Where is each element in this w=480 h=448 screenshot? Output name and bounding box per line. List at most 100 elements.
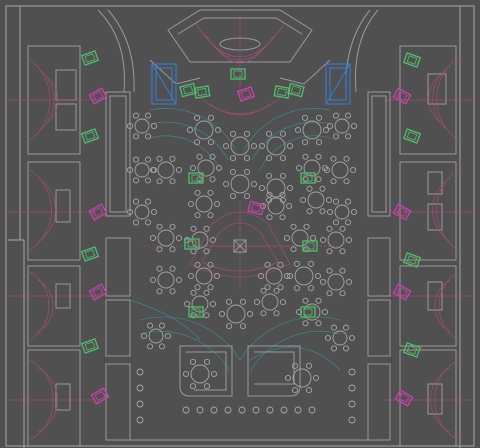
stool-icon [294,406,302,414]
chair-icon [246,310,254,318]
chair-icon [330,178,337,185]
chair-icon [126,166,134,174]
chair-icon [315,139,323,146]
chair-icon [343,155,350,162]
speakers [80,50,422,407]
chair-icon [253,298,261,306]
chair-icon [332,198,340,205]
chair-icon [132,112,140,119]
chair-icon [303,223,310,230]
chair-icon [264,261,271,268]
chair-icon [273,310,280,317]
chair-icon [164,332,172,340]
chair-icon [286,184,294,192]
stool-icon [136,368,144,376]
chair-icon [265,155,273,162]
round-table-icon [266,178,286,198]
chair-icon [265,130,273,137]
chair-icon [279,172,287,179]
stool-icon [308,406,316,414]
chair-icon [326,208,334,216]
green-speaker-icon [184,238,200,250]
chair-icon [225,323,233,330]
chair-icon [187,200,195,208]
green-speaker-icon [80,338,100,354]
chair-icon [307,260,315,267]
stool-icon [280,406,288,414]
chair-icon [266,191,273,198]
subwoofers [151,63,351,105]
teal-dispersion-arcs [129,108,341,373]
chair-icon [187,272,195,280]
chair-icon [279,191,286,198]
chair-icon [319,236,327,244]
chair-icon [169,265,176,272]
chair-icon [203,383,211,390]
chair-icon [306,208,313,215]
green-speaker-icon [402,128,422,144]
chair-icon [150,166,158,174]
chair-icon [207,114,215,121]
stool-icon [210,406,218,414]
chair-icon [314,272,322,280]
chair-icon [215,164,223,172]
stool-icon [196,406,204,414]
chair-icon [132,219,140,226]
chair-icon [326,290,333,297]
chair-icon [330,155,337,162]
chair-icon [225,298,233,305]
magenta-speaker-icon [88,283,108,301]
green-speaker-icon [80,50,100,66]
chair-icon [146,322,154,329]
chair-icon [315,297,322,304]
chair-icon [182,370,190,378]
round-table-icon [292,368,312,388]
chair-icon [260,287,267,294]
blue-subwoofer-icon [151,63,177,105]
magenta-speaker-icon [392,203,412,221]
chair-icon [290,246,297,253]
chair-icon [213,272,221,280]
chair-icon [144,198,152,205]
chair-icon [285,202,293,210]
chair-icon [302,320,309,327]
chair-icon [203,289,210,296]
chair-icon [213,200,221,208]
chair-icon [203,225,210,232]
chair-icon [323,166,331,174]
round-table-icon [230,174,250,194]
stool-icon [182,406,190,414]
chair-icon [194,189,201,196]
chair-icon [279,155,287,162]
chair-icon [258,184,266,192]
outer-walls [5,5,475,448]
chair-icon [294,126,302,134]
green-speaker-icon [193,85,211,99]
chair-icon [243,168,251,175]
chair-icon [144,177,152,184]
chair-icon [339,248,346,255]
chair-icon [306,185,313,192]
chair-icon [229,155,237,162]
chair-icon [229,168,237,175]
chair-icon [279,298,287,306]
magenta-speaker-icon [394,389,414,407]
chair-icon [190,289,197,296]
chair-icon [239,323,247,330]
magenta-speaker-icon [88,87,108,105]
round-table-icon [148,328,164,344]
chair-icon [258,142,266,150]
chair-icon [250,180,258,188]
chair-icon [144,112,152,119]
chair-icon [315,114,323,121]
right-coverage-fans [384,57,474,441]
chair-icon [203,312,210,319]
chair-icon [126,122,134,130]
chair-icon [286,272,294,280]
chair-icon [302,297,309,304]
chair-icon [319,185,326,192]
round-table-icon [334,204,350,220]
chair-icon [315,176,322,183]
stool-icon [136,400,144,408]
chair-icon [279,130,287,137]
